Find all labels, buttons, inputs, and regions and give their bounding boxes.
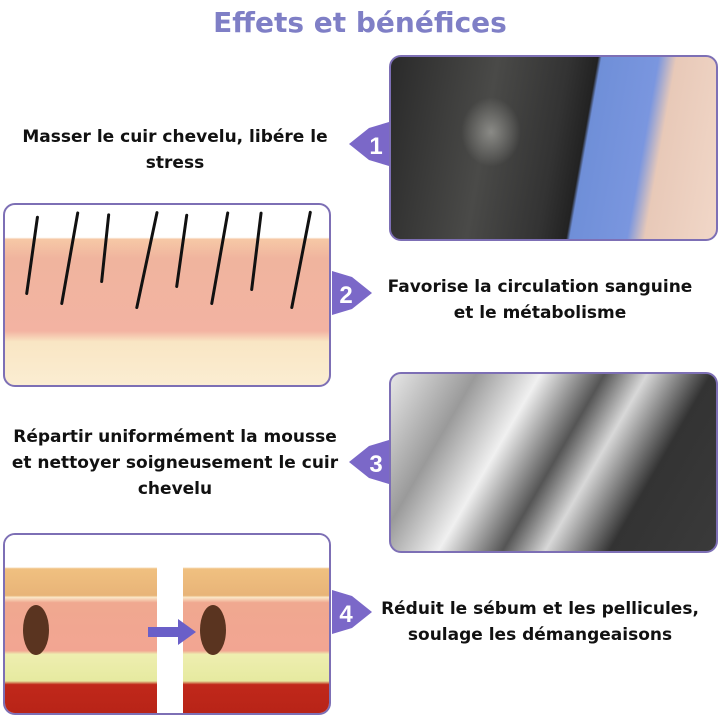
step-3-line-2: et nettoyer soigneusement le cuir — [11, 453, 339, 473]
step-4-text: Réduit le sébum et les pellicules, soula… — [380, 596, 700, 648]
step-3-line-3: chevelu — [137, 479, 213, 499]
step-3-line-1: Répartir uniformément la mousse — [13, 427, 337, 447]
svg-text:4: 4 — [339, 601, 353, 628]
step-4-badge: 4 — [332, 590, 372, 634]
scalp-massage-photo — [389, 55, 718, 241]
step-3-badge: 3 — [349, 440, 389, 484]
step-2-text: Favorise la circulation sanguine et le m… — [380, 274, 700, 326]
foam-washing-photo — [389, 372, 718, 553]
step-3-text: Répartir uniformément la mousse et netto… — [5, 424, 345, 502]
step-1-text: Masser le cuir chevelu, libére le stress — [10, 124, 340, 176]
sebum-reduction-illustration — [3, 533, 331, 715]
step-2-line-1: Favorise la circulation sanguine — [387, 277, 693, 297]
step-1-badge: 1 — [349, 122, 389, 166]
step-2-line-2: et le métabolisme — [453, 303, 627, 323]
step-4-line-1: Réduit le sébum et les pellicules, — [381, 599, 699, 619]
svg-text:2: 2 — [339, 282, 352, 309]
step-1-line-1: Masser le cuir chevelu, libére le — [22, 127, 328, 147]
step-4-line-2: soulage les démangeaisons — [407, 625, 673, 645]
page-title: Effets et bénéfices — [213, 6, 507, 39]
svg-text:1: 1 — [369, 133, 382, 160]
skin-circulation-illustration — [3, 203, 331, 387]
right-arrow-icon — [148, 619, 196, 645]
step-2-badge: 2 — [332, 271, 372, 315]
svg-text:3: 3 — [369, 451, 382, 478]
step-1-line-2: stress — [145, 153, 205, 173]
